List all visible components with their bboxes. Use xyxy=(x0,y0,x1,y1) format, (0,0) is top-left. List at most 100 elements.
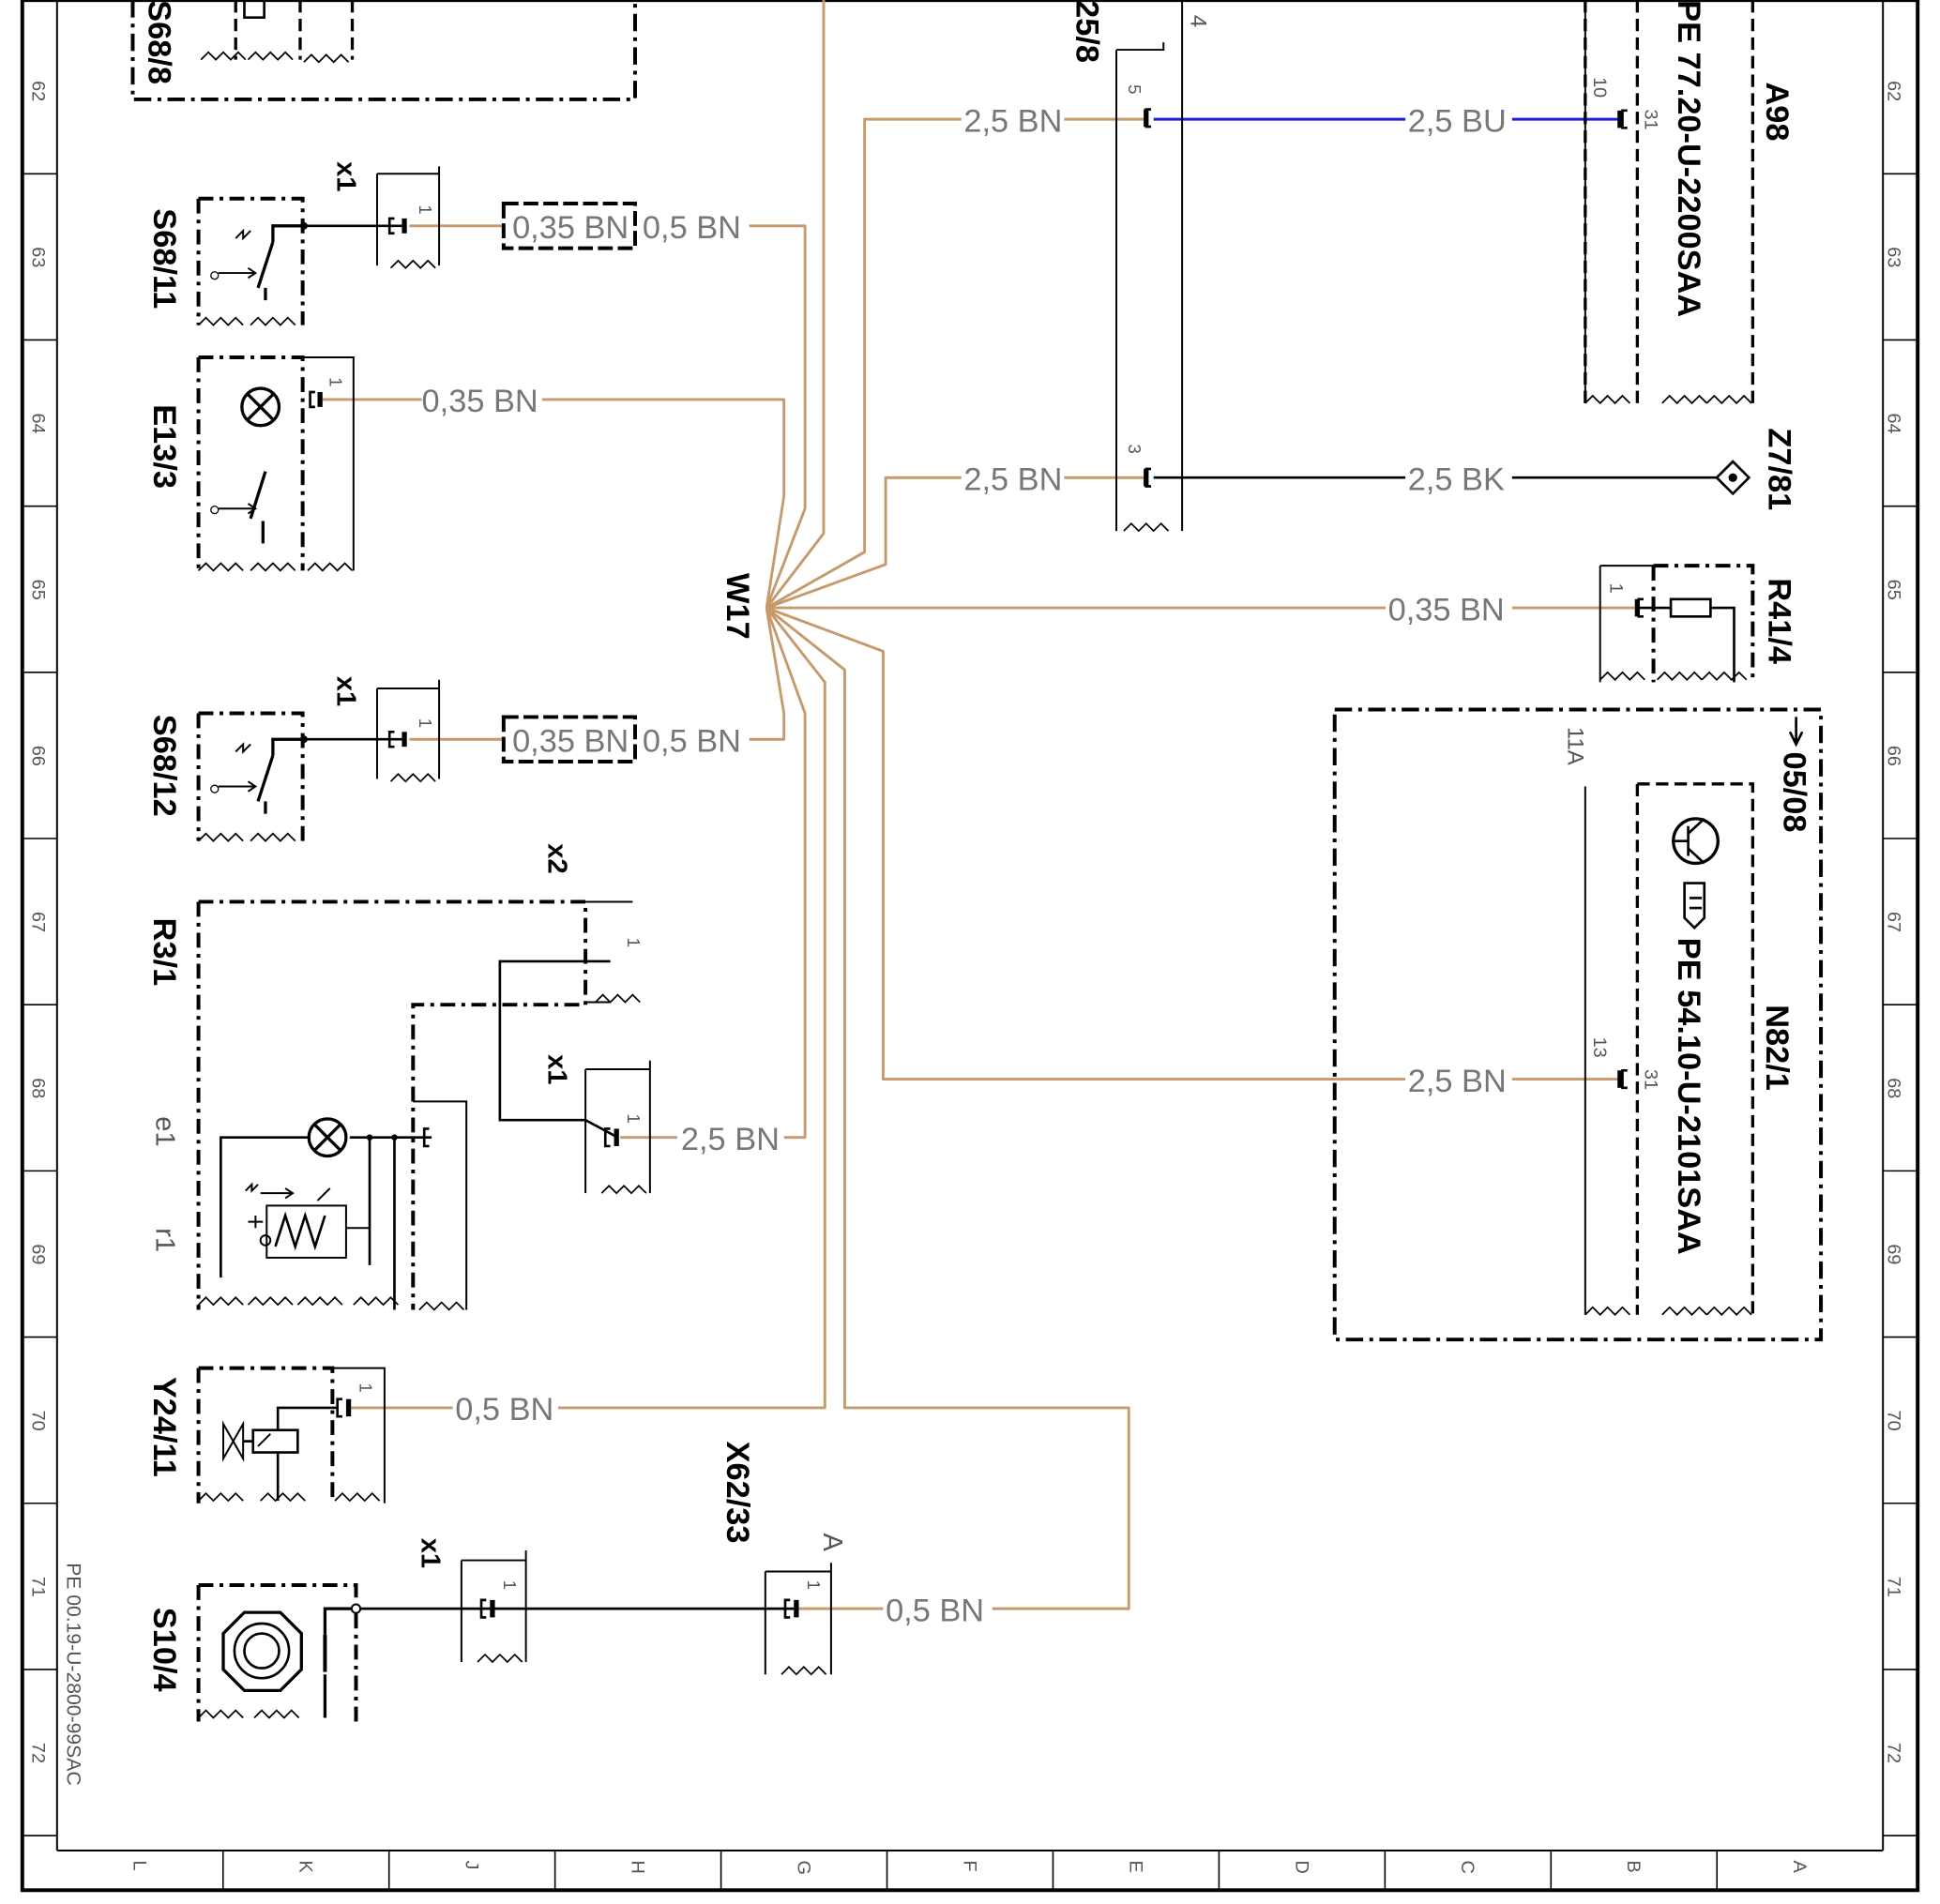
r3-1-connector-x2: x2 xyxy=(541,843,571,873)
transistor-icon xyxy=(1672,817,1720,866)
wire-label-x62-33: 0,5 BN xyxy=(886,1593,984,1628)
s68-12-connector: x1 xyxy=(331,676,361,706)
n82-1-component: N82/1 PE 54.10-U-2101SAA 05/08 11A 13 31 xyxy=(1332,707,1824,1342)
y24-11-component: Y24/11 1 xyxy=(146,1366,386,1504)
drawing-frame xyxy=(20,0,1920,1893)
row-number: 70 xyxy=(27,1411,48,1431)
column-letter: K xyxy=(296,1861,316,1873)
r3-1-sub-r1: r1 xyxy=(150,1228,180,1252)
z7-81-component: Z7/81 xyxy=(1715,428,1797,510)
wire-label-a98: 2,5 BU xyxy=(1408,103,1507,139)
row-number: 68 xyxy=(27,1078,48,1098)
a98-reference: PE 77.20-U-2200SAA xyxy=(1671,0,1706,317)
x62-33-connector: A xyxy=(817,1533,847,1551)
row-number: 63 xyxy=(1883,247,1903,267)
r41-4-component: R41/4 1 xyxy=(1599,564,1797,683)
row-number: 72 xyxy=(27,1743,48,1763)
column-letter: B xyxy=(1623,1861,1644,1873)
heater-resistor-icon xyxy=(265,1204,347,1259)
row-number: 65 xyxy=(1883,580,1903,600)
column-letter: D xyxy=(1291,1861,1311,1874)
r3-1-sub-e1: e1 xyxy=(150,1116,180,1146)
y24-11-pin: 1 xyxy=(356,1383,375,1392)
a98-label: A98 xyxy=(1759,82,1795,141)
n82-1-box-pin: 11A xyxy=(1562,727,1587,765)
wire-label-x25-pin3: 2,5 BN xyxy=(963,461,1062,497)
drawing-number: PE 00.19-U-2800-99SAC xyxy=(62,1563,83,1785)
row-number: 71 xyxy=(27,1577,48,1597)
wire-label-s68-12-run: 0,5 BN xyxy=(643,723,741,759)
row-number: 70 xyxy=(1883,1411,1903,1431)
s10-4-component: S10/4 x1 1 xyxy=(146,1538,527,1722)
x62-33-label: X62/33 xyxy=(720,1442,755,1544)
row-number: 63 xyxy=(27,247,48,267)
wire-label-e13-3: 0,35 BN xyxy=(422,384,538,419)
bundle-label: W17 xyxy=(720,573,755,640)
row-number: 65 xyxy=(27,580,48,600)
column-letter: F xyxy=(959,1861,979,1872)
row-number: 62 xyxy=(1883,81,1903,101)
indicator-lamp-icon xyxy=(307,1117,348,1158)
valve-icon xyxy=(222,1420,245,1462)
e13-3-label: E13/3 xyxy=(146,404,182,489)
row-number: 69 xyxy=(1883,1244,1903,1264)
r3-1-pin-x1: 1 xyxy=(624,1114,644,1124)
a98-pin-10: 10 xyxy=(1589,77,1610,98)
r41-4-label: R41/4 xyxy=(1762,578,1797,664)
x25-8-top-pin: 4 xyxy=(1185,15,1210,27)
wire-box-s68-12 xyxy=(501,715,637,764)
solenoid-coil-icon xyxy=(251,1428,299,1454)
wire-labels: 0,35 BN 0,5 BN 0,35 BN 0,35 BN 0,5 BN 2,… xyxy=(422,103,1507,1628)
x25-8-pin-5: 5 xyxy=(1125,84,1144,94)
s68-11-component: S68/11 x1 1 xyxy=(146,161,637,326)
s68-11-connector: x1 xyxy=(331,161,361,191)
r3-1-component: R3/1 x2 x1 1 1 e1 r1 xyxy=(146,843,651,1311)
wire-label-r3-1: 2,5 BN xyxy=(681,1122,780,1157)
row-number: 67 xyxy=(27,912,48,932)
x25-8-component: 25/8 4 5 3 xyxy=(1069,0,1210,532)
lamp-icon xyxy=(240,386,281,428)
s68-11-pin: 1 xyxy=(416,204,435,214)
row-number: 71 xyxy=(1883,1577,1903,1597)
wire-label-x25-pin5: 2,5 BN xyxy=(963,103,1062,139)
e13-3-component: E13/3 1 xyxy=(146,355,355,572)
s68-12-label: S68/12 xyxy=(146,715,182,817)
s68-11-label: S68/11 xyxy=(146,208,182,309)
r41-4-pin: 1 xyxy=(1605,583,1626,594)
s68-8-component: S68/8 xyxy=(130,0,637,101)
column-letter: L xyxy=(129,1861,150,1871)
a98-component: A98 PE 77.20-U-2200SAA 10 31 xyxy=(1584,0,1795,404)
wire-label-s68-11-box: 0,35 BN xyxy=(512,210,629,246)
row-number: 66 xyxy=(1883,746,1903,766)
resistor-icon xyxy=(1669,597,1712,618)
column-letter: C xyxy=(1457,1861,1478,1874)
row-number: 62 xyxy=(27,81,48,101)
e13-3-pin: 1 xyxy=(326,377,346,386)
row-number: 69 xyxy=(27,1244,48,1264)
hand-pointer-icon xyxy=(1683,882,1706,930)
n82-1-pin-13: 13 xyxy=(1589,1037,1610,1058)
x62-33-pin: 1 xyxy=(804,1580,824,1590)
s68-12-pin: 1 xyxy=(416,718,435,728)
wire-label-s68-11-run: 0,5 BN xyxy=(643,210,741,246)
n82-1-pin-31: 31 xyxy=(1640,1069,1660,1090)
s68-8-label: S68/8 xyxy=(142,0,177,84)
brown-wire-network xyxy=(322,0,1635,1610)
s10-4-pin: 1 xyxy=(500,1580,520,1590)
row-number: 64 xyxy=(1883,413,1903,433)
n82-1-reference: PE 54.10-U-2101SAA xyxy=(1671,938,1706,1255)
x62-33-component: X62/33 A 1 xyxy=(720,1442,847,1676)
wire-label-n82-1: 2,5 BN xyxy=(1408,1064,1507,1099)
y24-11-label: Y24/11 xyxy=(146,1377,182,1477)
z7-81-label: Z7/81 xyxy=(1762,428,1797,510)
wire-label-s68-12-box: 0,35 BN xyxy=(512,723,629,759)
s10-4-connector: x1 xyxy=(416,1538,446,1568)
column-letter: A xyxy=(1789,1861,1810,1874)
wire-label-z7-81: 2,5 BK xyxy=(1408,461,1505,497)
s10-4-label: S10/4 xyxy=(146,1608,182,1692)
a98-pin-31: 31 xyxy=(1640,110,1660,130)
